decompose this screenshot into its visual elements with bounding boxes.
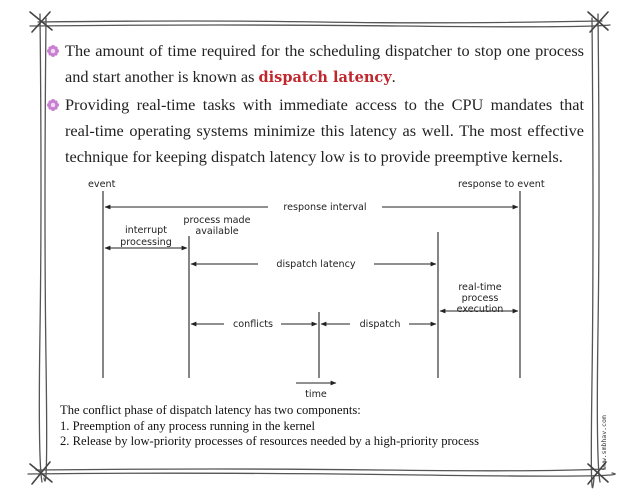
side-watermark: www.smbhav.com bbox=[600, 415, 608, 470]
response-interval-label: response interval bbox=[283, 202, 366, 213]
process-made-available-line1: process made bbox=[183, 215, 250, 226]
flower-bullet-icon bbox=[47, 99, 59, 111]
bullet-2-text: Providing real-time tasks with immediate… bbox=[65, 95, 584, 166]
bullet-1-text: The amount of time required for the sche… bbox=[65, 41, 584, 86]
bullet-item-2: Providing real-time tasks with immediate… bbox=[47, 92, 584, 170]
realtime-label-line3: execution bbox=[457, 304, 504, 315]
time-label: time bbox=[305, 389, 327, 400]
notes: The conflict phase of dispatch latency h… bbox=[60, 403, 479, 450]
notes-line-3: 2. Release by low-priority processes of … bbox=[60, 434, 479, 448]
interrupt-label-line1: interrupt bbox=[125, 225, 167, 236]
flower-bullet-icon bbox=[47, 45, 59, 57]
dispatch-latency-label: dispatch latency bbox=[276, 259, 355, 270]
bullet-list: The amount of time required for the sche… bbox=[47, 38, 584, 170]
side-watermark-text: www.smbhav.com bbox=[600, 415, 608, 470]
realtime-label-line1: real-time bbox=[458, 282, 501, 293]
response-to-event-label: response to event bbox=[458, 179, 545, 190]
bullet-1-end: . bbox=[391, 67, 396, 86]
notes-line-1: The conflict phase of dispatch latency h… bbox=[60, 403, 361, 417]
dispatch-label: dispatch bbox=[360, 319, 401, 330]
process-made-available-line2: available bbox=[195, 226, 238, 237]
conflicts-label: conflicts bbox=[233, 319, 273, 330]
interrupt-label-line2: processing bbox=[120, 237, 172, 248]
notes-line-2: 1. Preemption of any process running in … bbox=[60, 418, 315, 433]
bullet-item-1: The amount of time required for the sche… bbox=[47, 38, 584, 91]
realtime-label-line2: process bbox=[462, 293, 499, 304]
highlight-term: dispatch latency bbox=[258, 69, 392, 86]
event-label: event bbox=[88, 179, 116, 190]
